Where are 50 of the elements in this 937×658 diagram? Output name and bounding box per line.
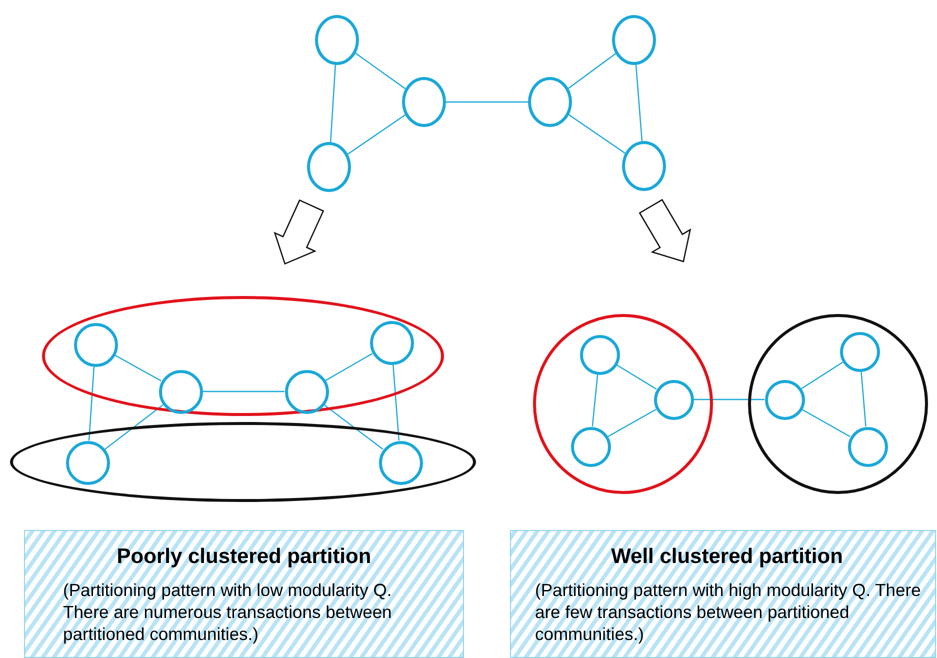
circle-node xyxy=(580,334,620,374)
description-panel xyxy=(510,530,936,658)
circle-node xyxy=(848,426,888,466)
block-arrow xyxy=(274,199,324,265)
cluster-circle xyxy=(748,314,928,494)
connector-line xyxy=(568,53,616,89)
description-panel xyxy=(24,530,464,658)
circle-node xyxy=(284,370,328,414)
connector-line xyxy=(347,114,406,155)
circle-node xyxy=(66,440,110,484)
connector-line xyxy=(88,366,95,441)
connector-line xyxy=(635,64,643,142)
connector-line xyxy=(592,374,598,427)
cluster-ellipse xyxy=(622,141,666,191)
connector-line xyxy=(860,371,866,427)
connector-line xyxy=(202,390,284,392)
connector-line xyxy=(802,408,850,438)
cluster-circle xyxy=(533,314,713,494)
circle-node xyxy=(378,440,422,484)
panel-heading: Poorly clustered partition xyxy=(116,545,372,569)
connector-line xyxy=(694,398,764,400)
circle-node xyxy=(840,332,880,372)
panel-description: (Partitioning pattern with low modularity Q. There are numerous transactions between partitioned communities.) xyxy=(62,579,393,645)
connector-line xyxy=(392,364,400,441)
block-arrow xyxy=(638,198,692,262)
cluster-ellipse xyxy=(528,77,572,127)
cluster-ellipse xyxy=(42,296,444,416)
circle-node xyxy=(764,380,804,420)
circle-node xyxy=(370,320,414,364)
cluster-ellipse xyxy=(402,77,446,127)
connector-line xyxy=(324,404,384,450)
connector-line xyxy=(608,408,656,438)
circle-node xyxy=(74,322,118,366)
panel-heading: Well clustered partition xyxy=(610,545,844,569)
connector-line xyxy=(800,362,844,390)
connector-line xyxy=(446,101,528,103)
circle-node xyxy=(158,370,202,414)
cluster-ellipse xyxy=(612,15,656,65)
connector-line xyxy=(616,364,657,390)
circle-node xyxy=(654,380,694,420)
cluster-ellipse xyxy=(307,142,351,192)
connector-line xyxy=(114,354,162,382)
connector-line xyxy=(330,64,336,142)
cluster-ellipse xyxy=(10,422,476,502)
circle-node xyxy=(570,426,610,466)
cluster-ellipse xyxy=(315,15,359,65)
connector-line xyxy=(355,52,406,90)
panel-description: (Partitioning pattern with high modularity Q. There are few transactions between partitioned communities.) xyxy=(534,579,922,645)
connector-line xyxy=(568,114,626,154)
connector-line xyxy=(325,352,373,382)
